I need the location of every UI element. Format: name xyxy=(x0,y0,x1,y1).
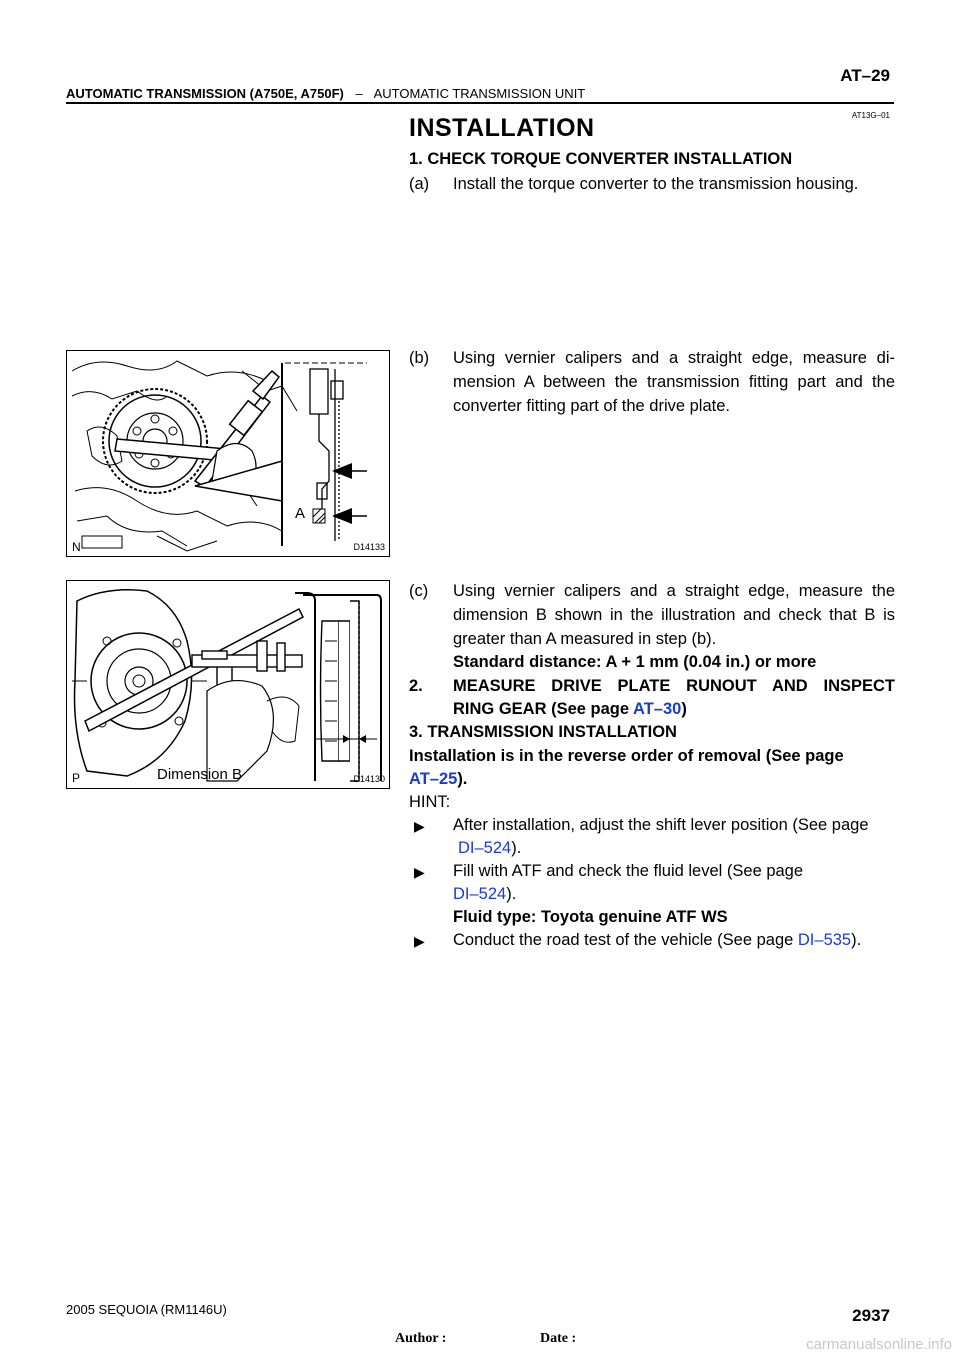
step1a-label: (a) xyxy=(409,175,430,193)
doc-id: AT13G–01 xyxy=(851,111,890,120)
section-title: AUTOMATIC TRANSMISSION (A750E, A750F) xyxy=(66,86,344,101)
step2-post: ) xyxy=(681,700,687,718)
bullet-icon: ▶ xyxy=(414,864,425,880)
footer-author: Author : xyxy=(395,1331,447,1346)
hint-item2-line2: DI–524). xyxy=(453,883,516,906)
link-at30[interactable]: AT–30 xyxy=(633,700,682,718)
hint-item2-post: ). xyxy=(506,885,517,903)
header-dash: – xyxy=(355,86,363,101)
footer-page-number: 2937 xyxy=(852,1306,890,1325)
stepc-line3: greater than A measured in step (b). xyxy=(453,630,717,648)
label-a: A xyxy=(295,505,306,522)
hint-item3: Conduct the road test of the vehicle (Se… xyxy=(453,929,861,952)
figure1-corner: N xyxy=(72,540,81,554)
header-rule xyxy=(66,102,894,104)
figure2-code: D14130 xyxy=(353,774,385,784)
step1-heading: 1. CHECK TORQUE CONVERTER INSTALLATION xyxy=(409,150,793,168)
hint-item3-text: Conduct the road test of the vehicle (Se… xyxy=(453,931,798,949)
step2-line2: RING GEAR (See page AT–30) xyxy=(453,698,687,721)
step1a-text: Install the torque converter to the tran… xyxy=(453,175,859,193)
link-di524-b[interactable]: DI–524 xyxy=(453,885,507,903)
watermark: carmanualsonline.info xyxy=(806,1336,952,1353)
link-at25[interactable]: AT–25 xyxy=(409,770,458,788)
figure1-code: D14133 xyxy=(353,542,385,552)
hint-item2-text: Fill with ATF and check the fluid level … xyxy=(453,862,804,880)
stepb-line1: Using vernier calipers and a straight ed… xyxy=(453,349,895,367)
hint-label: HINT: xyxy=(409,793,451,811)
hint-item2-fluid: Fluid type: Toyota genuine ATF WS xyxy=(453,908,728,926)
step2-line1: MEASURE DRIVE PLATE RUNOUT AND INSPECT xyxy=(453,677,895,695)
stepc-standard: Standard distance: A + 1 mm (0.04 in.) o… xyxy=(453,653,817,671)
page-title: INSTALLATION xyxy=(409,114,595,142)
drive-plate-illustration xyxy=(71,360,367,552)
hint-item1-text: After installation, adjust the shift lev… xyxy=(453,816,869,834)
subsection-title: AUTOMATIC TRANSMISSION UNIT xyxy=(373,86,586,101)
stepb-line2: mension A between the transmission fitti… xyxy=(453,373,895,391)
link-di524-a[interactable]: DI–524 xyxy=(458,839,512,857)
figure-dimension-a: A N D14133 xyxy=(66,350,390,557)
stepb-label: (b) xyxy=(409,349,430,367)
step3-line1: Installation is in the reverse order of … xyxy=(409,747,844,765)
step3-heading: 3. TRANSMISSION INSTALLATION xyxy=(409,723,677,741)
stepc-line2: dimension B shown in the illustration an… xyxy=(453,606,895,624)
figure-dimension-b: Dimension B P D14130 xyxy=(66,580,390,789)
hint-item1-line2: DI–524). xyxy=(458,837,521,860)
converter-measure-illustration xyxy=(72,589,382,782)
label-dimension-b: Dimension B xyxy=(157,766,243,783)
running-header: AUTOMATIC TRANSMISSION (A750E, A750F) – … xyxy=(66,86,585,101)
step3-post: ). xyxy=(457,770,468,788)
step2-pre: RING GEAR (See page xyxy=(453,700,634,718)
figure2-corner: P xyxy=(72,771,81,785)
hint-item1-post: ). xyxy=(511,839,522,857)
stepc-line1: Using vernier calipers and a straight ed… xyxy=(453,582,895,600)
bullet-icon: ▶ xyxy=(414,933,425,949)
footer-date: Date : xyxy=(540,1331,577,1346)
bullet-icon: ▶ xyxy=(414,818,425,834)
step2-num: 2. xyxy=(409,677,423,695)
link-di535[interactable]: DI–535 xyxy=(797,931,852,949)
stepc-label: (c) xyxy=(409,582,429,600)
footer-model: 2005 SEQUOIA (RM1146U) xyxy=(66,1302,227,1317)
page-code: AT–29 xyxy=(840,66,890,85)
hint-item3-post: ). xyxy=(851,931,862,949)
stepb-line3: converter fitting part of the drive plat… xyxy=(453,397,730,415)
step3-line2: AT–25). xyxy=(409,768,467,791)
